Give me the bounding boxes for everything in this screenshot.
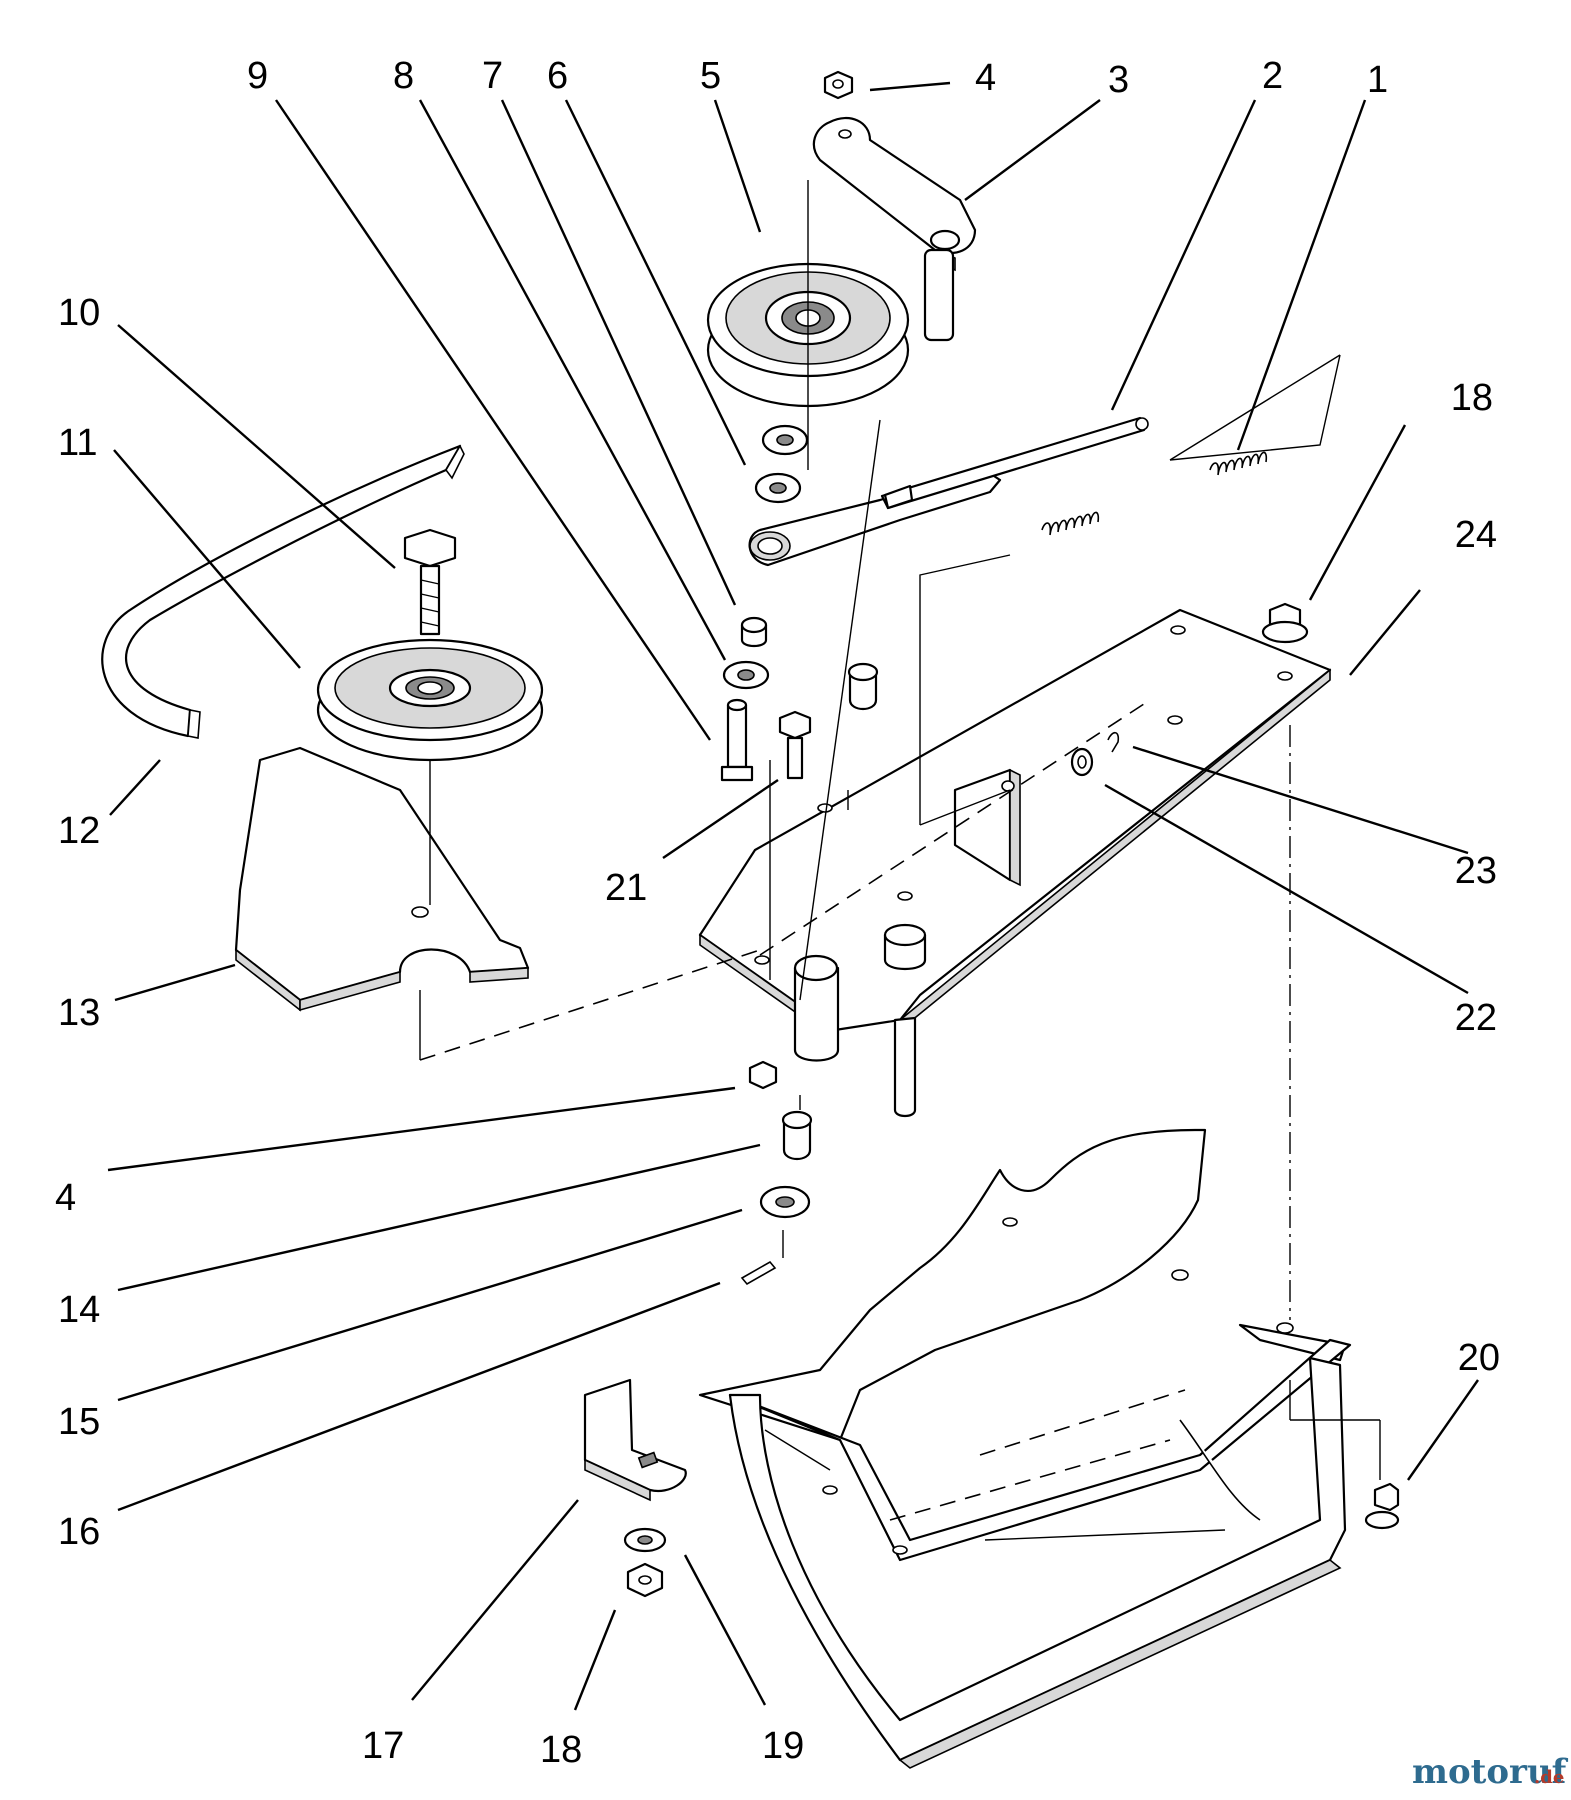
callout-18-top: 18 xyxy=(1451,377,1493,419)
leader-20 xyxy=(1407,1379,1479,1481)
callout-9: 9 xyxy=(247,55,268,97)
callout-22: 22 xyxy=(1455,997,1497,1039)
callout-24: 24 xyxy=(1455,514,1497,556)
callout-4-lower: 4 xyxy=(55,1177,76,1219)
idler-lever-2 xyxy=(748,416,1149,567)
callout-17: 17 xyxy=(362,1725,404,1767)
leader-18-bottom xyxy=(573,1609,617,1711)
callout-2: 2 xyxy=(1262,55,1283,97)
leader-17 xyxy=(411,1499,579,1701)
watermark-logo: motoruf .de xyxy=(1412,1752,1569,1792)
leader-15 xyxy=(117,1208,743,1402)
leader-23 xyxy=(1132,745,1469,855)
callout-10: 10 xyxy=(58,292,100,334)
callout-20: 20 xyxy=(1458,1337,1500,1379)
callout-4-top: 4 xyxy=(975,57,996,99)
bracket-17 xyxy=(583,1378,687,1502)
leader-11 xyxy=(113,449,301,669)
callout-7: 7 xyxy=(482,55,503,97)
leader-2 xyxy=(1110,99,1257,411)
shoulder-bolt-9 xyxy=(720,698,754,782)
parts-drawing xyxy=(101,70,1400,1769)
leader-18-top xyxy=(1308,424,1407,601)
leader-13 xyxy=(114,963,236,1002)
belt-cover-plate xyxy=(234,746,530,1012)
spring-1 xyxy=(1041,451,1268,536)
callout-8: 8 xyxy=(393,55,414,97)
leader-24 xyxy=(1349,589,1421,676)
watermark-suffix: .de xyxy=(1534,1767,1564,1788)
leader-16 xyxy=(117,1281,721,1512)
callout-23: 23 xyxy=(1455,850,1497,892)
callout-labels: 1 2 3 4 5 6 7 8 9 10 11 12 13 xyxy=(55,55,1500,1771)
callout-13: 13 xyxy=(58,992,100,1034)
callout-14: 14 xyxy=(58,1289,100,1331)
idler-arm-3 xyxy=(812,70,977,342)
leader-12 xyxy=(109,759,161,816)
leader-8 xyxy=(418,99,727,661)
callout-6: 6 xyxy=(547,55,568,97)
callout-15: 15 xyxy=(58,1401,100,1443)
callout-11: 11 xyxy=(58,422,97,464)
leader-14 xyxy=(117,1143,761,1292)
leader-7 xyxy=(500,99,737,606)
callout-5: 5 xyxy=(700,55,721,97)
bolt-21 xyxy=(778,710,812,780)
leader-19 xyxy=(683,1554,767,1706)
leader-5 xyxy=(713,99,762,233)
bolt-10 xyxy=(403,528,457,636)
leader-6 xyxy=(564,99,747,466)
leader-21 xyxy=(662,779,779,859)
leader-10 xyxy=(117,324,396,569)
callout-21: 21 xyxy=(605,867,647,909)
leader-22 xyxy=(1104,783,1469,995)
leader-4-top xyxy=(869,81,951,92)
pulley-11 xyxy=(316,638,544,762)
drive-belt xyxy=(101,444,465,739)
callout-18-bottom: 18 xyxy=(540,1729,582,1771)
callout-19: 19 xyxy=(762,1725,804,1767)
callout-3: 3 xyxy=(1108,59,1129,101)
leader-1 xyxy=(1236,99,1367,451)
leader-3 xyxy=(964,99,1101,201)
leader-9 xyxy=(275,99,711,741)
callout-1: 1 xyxy=(1367,59,1388,101)
deflector-housing xyxy=(698,1128,1352,1769)
leader-4-lower xyxy=(107,1086,736,1172)
spring-bracket xyxy=(953,731,1120,887)
watermark-text: motoruf xyxy=(1412,1752,1569,1792)
callout-16: 16 xyxy=(58,1511,100,1553)
callout-12: 12 xyxy=(58,810,100,852)
